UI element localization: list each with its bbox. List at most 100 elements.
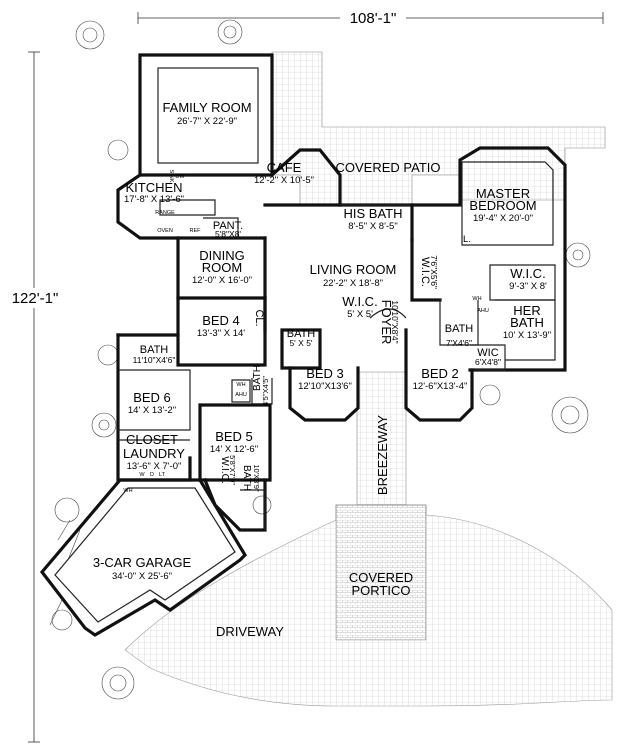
her-bath-name-2: BATH xyxy=(510,315,544,330)
wic-master-left-name: W.I.C. xyxy=(419,257,431,287)
pantry-name: PANT. xyxy=(213,220,243,232)
room-wic-master-right: W.I.C. 9'-3" X 8' xyxy=(509,266,547,292)
cafe-name: CAFE xyxy=(267,160,302,175)
wic-master-right-name: W.I.C. xyxy=(510,266,545,281)
living-name: LIVING ROOM xyxy=(310,262,397,277)
his-bath-name: HIS BATH xyxy=(344,206,403,221)
room-foyer: FOYER 10'10"X8'4" xyxy=(379,300,400,345)
wic-bed5-name: W.I.C. xyxy=(219,456,230,483)
bath-center-size: 5' X 5' xyxy=(289,338,312,348)
room-bed4: BED 4 13'-3" X 14' xyxy=(197,313,245,339)
bed5-size: 14' X 12'-6" xyxy=(210,444,258,455)
room-his-bath: HIS BATH 8'-5" X 8'-5" xyxy=(344,206,403,232)
lt-tag: LT xyxy=(159,472,166,478)
dining-name-1: DINING xyxy=(199,248,245,263)
room-master: MASTER BEDROOM 19'-4" X 20'-0" xyxy=(469,186,536,224)
room-living: LIVING ROOM 22'-2" X 18'-8" xyxy=(310,262,397,289)
bed3-name: BED 3 xyxy=(306,366,344,381)
driveway-paving xyxy=(124,514,613,707)
room-pantry: PANT. 5'8"X8' xyxy=(213,220,243,239)
garage-size: 34'-0" X 25'-6" xyxy=(112,571,172,582)
fixture-tags: SINK DW RANGE OVEN REF WH AHU AHU WH L. … xyxy=(123,170,488,494)
driveway-name: DRIVEWAY xyxy=(216,624,284,639)
cafe-size: 12'-2" X 10'-5" xyxy=(254,175,314,186)
room-bed6: BED 6 14' X 13'-2" xyxy=(128,390,176,416)
bath-bed5-size: 10'X3'9" xyxy=(252,464,261,492)
kitchen-name: KITCHEN xyxy=(125,180,182,195)
room-wic-center: W.I.C. 5' X 5' xyxy=(342,294,377,320)
bed3-size: 12'10"X13'6" xyxy=(298,381,352,392)
room-bath-small-vertical: BATH 4'5"X4'5" xyxy=(252,365,270,406)
room-wic-master-left: W.I.C. 7'6"X5'6" xyxy=(419,255,439,289)
wh-tag-center: WH xyxy=(236,382,245,388)
room-bath-bed2: BATH 7'X4'6" xyxy=(445,323,474,348)
living-size: 22'-2" X 18'-8" xyxy=(323,278,383,289)
wic-center-name: W.I.C. xyxy=(342,294,377,309)
portico-name-2: PORTICO xyxy=(352,583,411,598)
bed4-name: BED 4 xyxy=(202,313,240,328)
her-bath-size: 10' X 13'-9" xyxy=(503,330,551,341)
laundry-name: LAUNDRY xyxy=(123,446,185,461)
room-cafe: CAFE 12'-2" X 10'-5" xyxy=(254,160,314,186)
wh-tag-laundry: WH xyxy=(123,488,132,494)
bath-bed6-size: 11'10"X4'6" xyxy=(133,355,176,365)
room-bath-bed5: BATH 10'X3'9" xyxy=(241,464,261,492)
bath-bed2-size: 7'X4'6" xyxy=(446,338,472,348)
bath-small-vertical-name: BATH xyxy=(252,365,263,391)
room-bed3: BED 3 12'10"X13'6" xyxy=(298,366,352,392)
bath-bed5-name: BATH xyxy=(241,465,252,491)
wh-tag-master: WH xyxy=(472,296,481,302)
room-portico: COVERED PORTICO xyxy=(349,570,413,598)
dw-tag: DW xyxy=(175,174,185,180)
depth-label: 122'-1" xyxy=(12,290,59,307)
ref-tag: REF xyxy=(190,228,202,234)
bed6-size: 14' X 13'-2" xyxy=(128,405,176,416)
closet-name: CLOSET xyxy=(126,432,178,447)
room-family: FAMILY ROOM 26'-7" X 22'-9" xyxy=(162,100,251,127)
bath-small-vertical-size: 4'5"X4'5" xyxy=(261,376,270,406)
w-tag: W xyxy=(139,472,145,478)
range-tag: RANGE xyxy=(155,210,175,216)
room-bath-center: BATH 5' X 5' xyxy=(287,328,316,348)
portico-name-1: COVERED xyxy=(349,570,413,585)
master-size: 19'-4" X 20'-0" xyxy=(473,213,533,224)
room-bed5: BED 5 14' X 12'-6" xyxy=(210,429,258,455)
master-name-1: MASTER xyxy=(476,186,530,201)
laundry-size: 13'-6" X 7'-0" xyxy=(127,461,182,472)
walls xyxy=(39,53,567,637)
room-dining: DINING ROOM 12'-0" X 16'-0" xyxy=(192,248,252,286)
foyer-size: 10'10"X8'4" xyxy=(390,300,400,343)
wic-small-name: WIC xyxy=(477,347,498,359)
room-kitchen: KITCHEN 17'-8" X 13'-6" xyxy=(124,180,184,205)
master-name-2: BEDROOM xyxy=(469,198,536,213)
wic-bed5-size: 5'8"X7'9" xyxy=(228,455,237,485)
wic-small-size: 6'X4'8" xyxy=(475,357,501,367)
breezeway-name: BREEZEWAY xyxy=(375,415,390,496)
foyer-name: FOYER xyxy=(379,300,394,345)
bed2-size: 12'-6"X13'-4" xyxy=(413,381,468,392)
her-bath-name-1: HER xyxy=(513,303,540,318)
covered-patio-name: COVERED PATIO xyxy=(336,160,441,175)
l-tag: L. xyxy=(463,234,471,245)
room-wic-bed5: W.I.C. 5'8"X7'9" xyxy=(219,455,237,485)
width-label: 108'-1" xyxy=(350,10,397,27)
ahu-tag-center: AHU xyxy=(235,392,247,398)
dining-name-2: ROOM xyxy=(202,260,242,275)
bath-bed6-name: BATH xyxy=(140,344,169,356)
covered-patio-paving xyxy=(271,51,606,206)
his-bath-size: 8'-5" X 8'-5" xyxy=(348,221,397,232)
room-laundry: LAUNDRY 13'-6" X 7'-0" xyxy=(123,446,185,472)
sink-tag: SINK xyxy=(168,170,174,183)
pantry-size: 5'8"X8' xyxy=(215,229,241,239)
wic-center-size: 5' X 5' xyxy=(347,309,373,320)
bed6-name: BED 6 xyxy=(133,390,171,405)
bed2-name: BED 2 xyxy=(421,366,459,381)
dining-size: 12'-0" X 16'-0" xyxy=(192,275,252,286)
room-bed2: BED 2 12'-6"X13'-4" xyxy=(413,366,468,392)
oven-tag: OVEN xyxy=(157,228,173,234)
kitchen-size: 17'-8" X 13'-6" xyxy=(124,194,184,205)
room-garage: 3-CAR GARAGE 34'-0" X 25'-6" xyxy=(93,555,192,582)
wic-master-right-size: 9'-3" X 8' xyxy=(509,281,547,292)
d-tag: D xyxy=(150,472,154,478)
room-wic-small: WIC 6'X4'8" xyxy=(475,347,501,367)
